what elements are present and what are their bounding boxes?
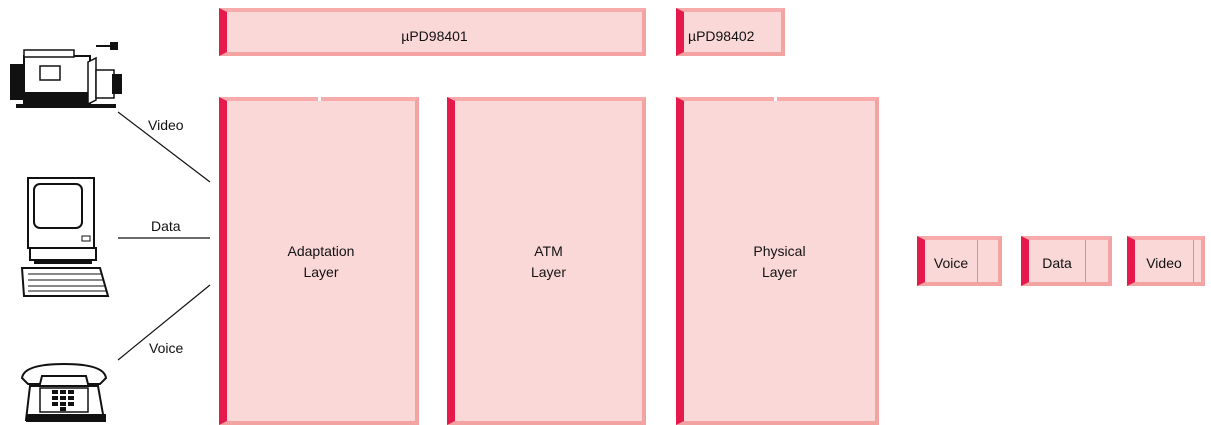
cell-voice: Voice [917, 236, 1002, 286]
physical-top-notch [774, 97, 777, 101]
chip-upd98401-bar: µPD98401 [219, 8, 646, 56]
atm-layer-block: ATM Layer [447, 97, 646, 425]
cell-data: Data [1021, 236, 1112, 286]
atm-layer-label: ATM Layer [530, 243, 567, 280]
telephone-icon [20, 362, 108, 422]
adaptation-layer-label: Adaptation Layer [287, 243, 355, 280]
cell-data-divider [1085, 240, 1086, 282]
cell-voice-label: Voice [933, 255, 969, 271]
cell-voice-divider [977, 240, 978, 282]
chip-upd98402-bar: µPD98402 [676, 8, 785, 56]
video-input-label: Video [148, 117, 184, 133]
physical-layer-label: Physical Layer [753, 243, 806, 280]
physical-layer-block: Physical Layer [676, 97, 879, 425]
cell-data-label: Data [1042, 255, 1072, 271]
chip-upd98402-label: µPD98402 [688, 28, 755, 44]
voice-input-label: Voice [149, 340, 184, 356]
chip-upd98401-label: µPD98401 [401, 28, 468, 44]
cell-video-label: Video [1146, 255, 1182, 271]
adaptation-layer-block: Adaptation Layer [219, 97, 419, 425]
video-camera-icon [10, 42, 122, 108]
data-input-label: Data [151, 218, 181, 234]
computer-icon [20, 177, 110, 297]
adaptation-top-notch [318, 97, 321, 101]
voice-wire [117, 284, 211, 361]
video-wire [117, 111, 211, 183]
cell-video-divider [1193, 240, 1194, 282]
cell-video: Video [1127, 236, 1205, 286]
